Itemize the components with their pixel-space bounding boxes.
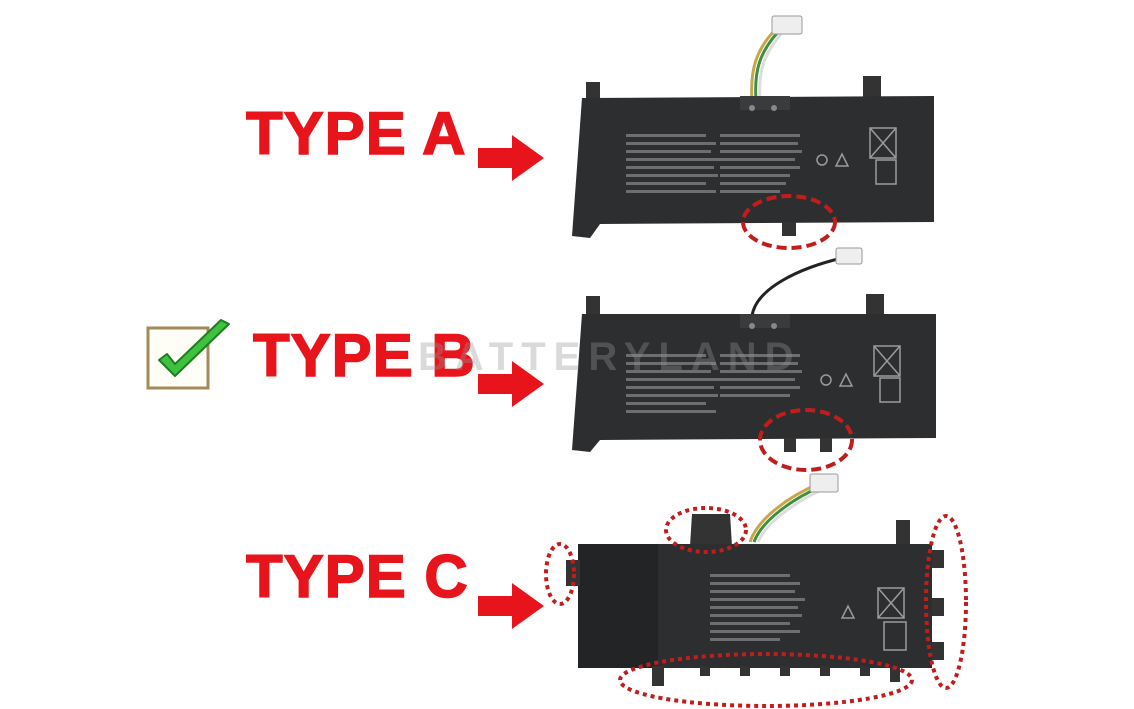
battery-type-a: [572, 15, 934, 250]
arrow-right-icon: [478, 361, 544, 407]
watermark-text: BATTERYLAND: [418, 335, 802, 379]
type-c-label: TYPE C: [245, 543, 469, 610]
arrow-right-icon: [478, 583, 544, 629]
type-a-label: TYPE A: [245, 100, 467, 167]
type-b-label: TYPE B: [252, 322, 476, 389]
arrow-right-icon: [478, 135, 544, 181]
checkmark-icon: [146, 319, 230, 390]
battery-type-c: [544, 473, 968, 708]
battery-type-b: [572, 247, 936, 472]
